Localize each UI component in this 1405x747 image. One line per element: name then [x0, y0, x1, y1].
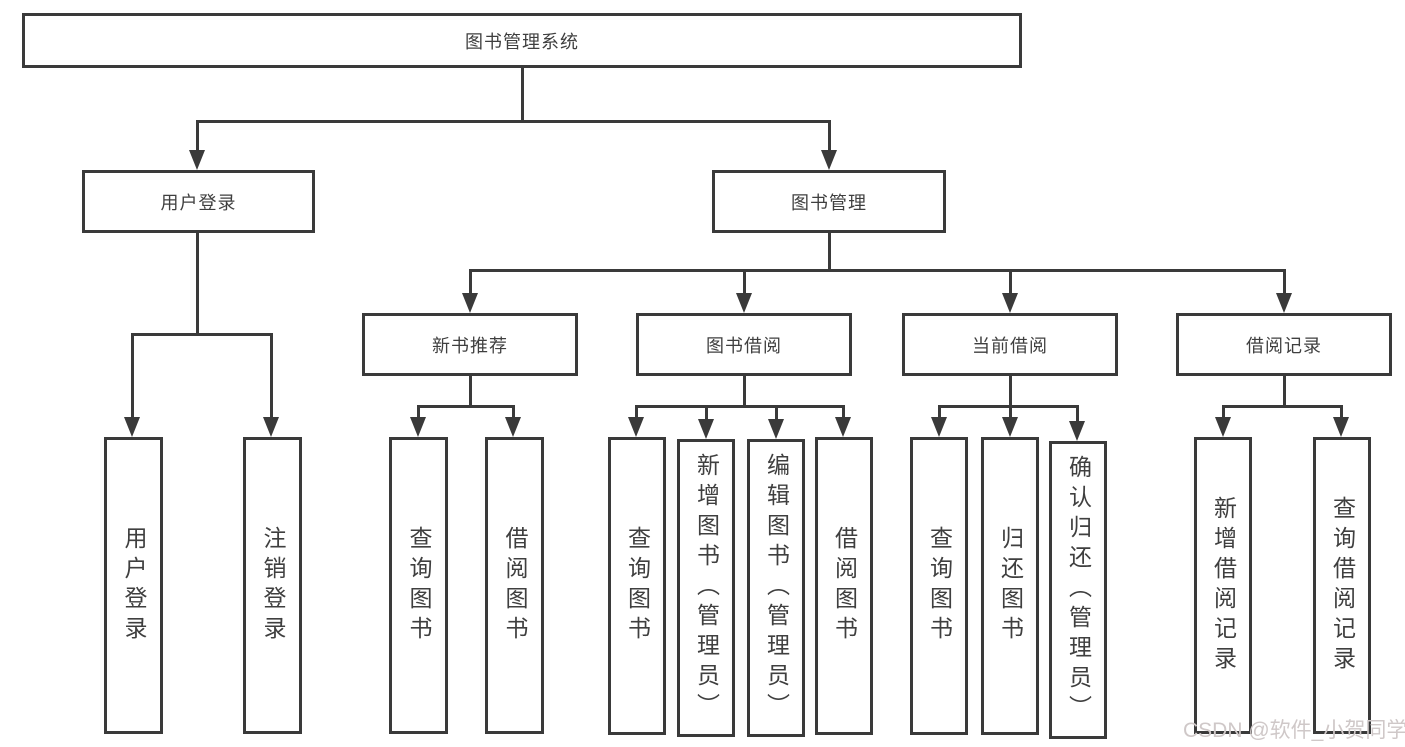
node-book-management: 图书管理 [712, 170, 946, 233]
arrowhead-down-icon [1215, 417, 1231, 437]
connector-line [1222, 405, 1225, 419]
node-borrowing-records: 借阅记录 [1176, 313, 1392, 376]
node-label: 借阅图书 [502, 525, 528, 646]
connector-line [1009, 269, 1012, 295]
node-user-login: 用户登录 [82, 170, 315, 233]
leaf-edit-book-admin: 编辑图书（管理员） [747, 439, 805, 737]
connector-line [775, 405, 778, 419]
node-label: 图书借阅 [706, 335, 782, 356]
node-label: 查询借阅记录 [1329, 495, 1356, 676]
arrowhead-down-icon [1002, 417, 1018, 437]
connector-line [743, 269, 746, 295]
node-label: 图书管理 [791, 192, 867, 213]
connector-line [1283, 269, 1286, 295]
connector-line [1076, 405, 1079, 421]
connector-line [521, 68, 524, 122]
node-label: 查询图书 [926, 526, 953, 646]
connector-line [469, 269, 472, 295]
node-label: 查询图书 [406, 525, 432, 646]
connector-line [417, 405, 515, 408]
connector-line [1009, 405, 1012, 419]
leaf-borrow-book: 借阅图书 [815, 437, 873, 735]
arrowhead-down-icon [1069, 421, 1085, 441]
connector-line [828, 233, 831, 272]
arrowhead-down-icon [931, 417, 947, 437]
node-label: 图书管理系统 [465, 31, 579, 52]
connector-line [938, 405, 941, 419]
arrowhead-down-icon [698, 419, 714, 439]
arrowhead-down-icon [736, 293, 752, 313]
connector-line [635, 405, 638, 419]
leaf-query-book: 查询图书 [608, 437, 666, 735]
connector-line [635, 405, 845, 408]
node-label: 新书推荐 [432, 335, 508, 356]
leaf-query-book: 查询图书 [910, 437, 968, 735]
connector-line [1222, 405, 1342, 408]
arrowhead-down-icon [505, 417, 521, 437]
arrowhead-down-icon [1002, 293, 1018, 313]
csdn-watermark: CSDN @软件_小贺同学 [1183, 719, 1405, 742]
connector-line [196, 233, 199, 336]
connector-line [196, 120, 199, 153]
node-label: 用户登录 [121, 525, 147, 646]
connector-line [842, 405, 845, 419]
leaf-add-book-admin: 新增图书（管理员） [677, 439, 735, 737]
arrowhead-down-icon [835, 417, 851, 437]
connector-line [743, 376, 746, 408]
leaf-logout: 注销登录 [243, 437, 302, 734]
node-new-book-recommendation: 新书推荐 [362, 313, 578, 376]
connector-line [469, 269, 1285, 272]
connector-line [705, 405, 708, 419]
node-label: 借阅图书 [831, 526, 858, 646]
connector-line [131, 333, 134, 419]
connector-line [1340, 405, 1343, 419]
leaf-borrow-book: 借阅图书 [485, 437, 544, 734]
arrowhead-down-icon [821, 150, 837, 170]
arrowhead-down-icon [189, 150, 205, 170]
leaf-query-book: 查询图书 [389, 437, 448, 734]
connector-line [512, 405, 515, 419]
node-label: 借阅记录 [1246, 335, 1322, 356]
node-label: 用户登录 [160, 192, 237, 213]
connector-line [938, 405, 1079, 408]
arrowhead-down-icon [263, 417, 279, 437]
leaf-query-borrow-record: 查询借阅记录 [1313, 437, 1371, 734]
connector-line [1009, 376, 1012, 408]
node-label: 当前借阅 [972, 335, 1048, 356]
node-label: 注销登录 [260, 525, 286, 646]
connector-line [469, 376, 472, 408]
node-label: 归还图书 [997, 526, 1024, 646]
connector-line [1283, 376, 1286, 408]
node-label: 新增借阅记录 [1210, 495, 1237, 676]
connector-line [417, 405, 420, 419]
node-label: 新增图书（管理员） [693, 453, 720, 723]
node-library-management-system: 图书管理系统 [22, 13, 1022, 68]
connector-line [270, 333, 273, 419]
arrowhead-down-icon [768, 419, 784, 439]
connector-line [131, 333, 273, 336]
leaf-add-borrow-record: 新增借阅记录 [1194, 437, 1252, 734]
arrowhead-down-icon [124, 417, 140, 437]
arrowhead-down-icon [410, 417, 426, 437]
connector-line [828, 120, 831, 153]
leaf-return-book: 归还图书 [981, 437, 1039, 735]
connector-line [196, 120, 831, 123]
node-label: 查询图书 [624, 526, 651, 646]
node-book-borrowing: 图书借阅 [636, 313, 852, 376]
arrowhead-down-icon [628, 417, 644, 437]
leaf-user-login: 用户登录 [104, 437, 163, 734]
arrowhead-down-icon [462, 293, 478, 313]
node-current-borrowing: 当前借阅 [902, 313, 1118, 376]
node-label: 确认归还（管理员） [1065, 455, 1092, 725]
node-label: 编辑图书（管理员） [763, 453, 790, 723]
arrowhead-down-icon [1276, 293, 1292, 313]
leaf-confirm-return-admin: 确认归还（管理员） [1049, 441, 1107, 739]
arrowhead-down-icon [1333, 417, 1349, 437]
